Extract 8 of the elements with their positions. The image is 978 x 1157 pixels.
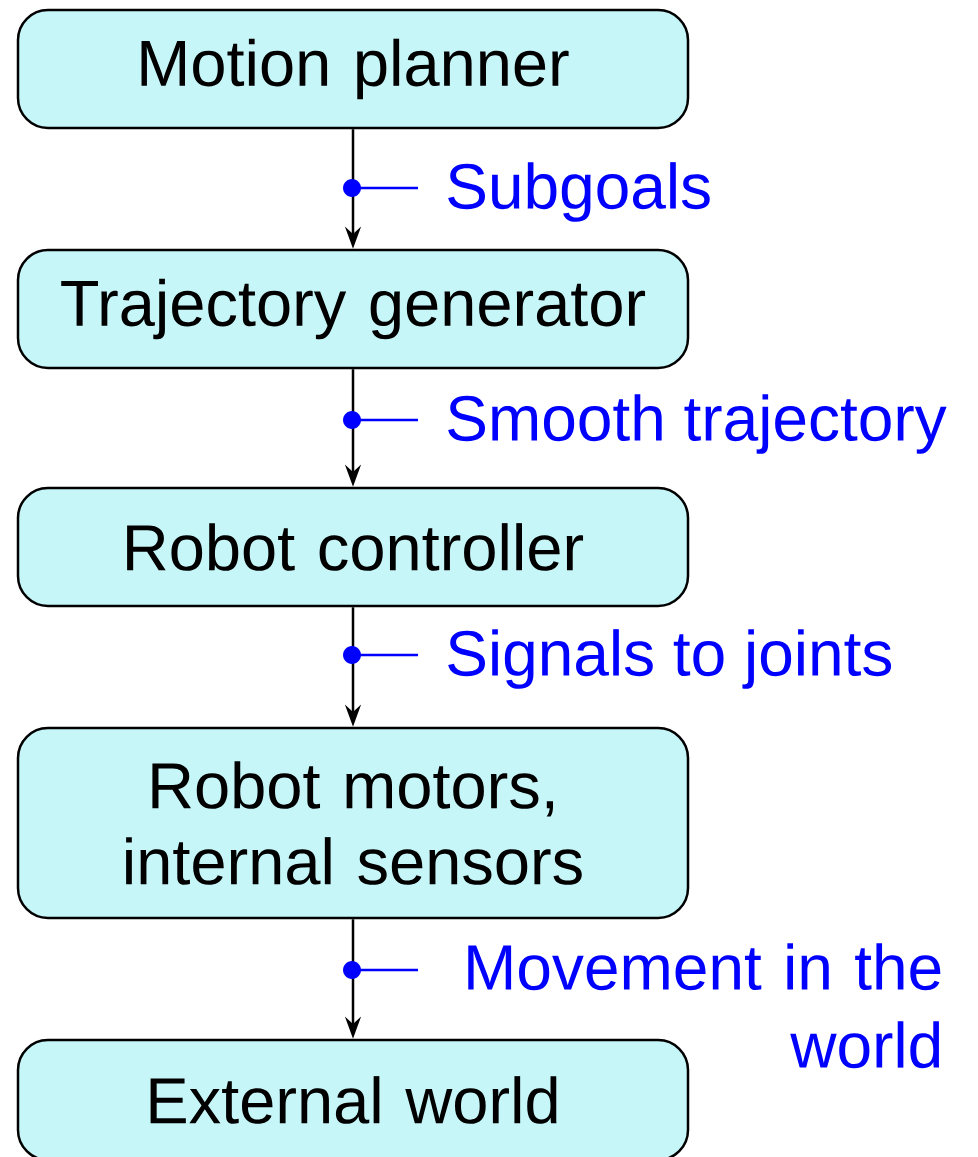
process-box: Motion planner (16, 8, 690, 130)
edge-label: Signals to joints (352, 629, 892, 689)
edge-label: Subgoals (352, 162, 710, 222)
edge-label: Smooth trajectory (352, 394, 947, 454)
process-box: External world (16, 1038, 690, 1157)
process-box: Trajectory generator (16, 248, 690, 370)
process-box: Robot motors, internal sensors (16, 726, 690, 920)
process-box: Robot controller (16, 486, 690, 608)
